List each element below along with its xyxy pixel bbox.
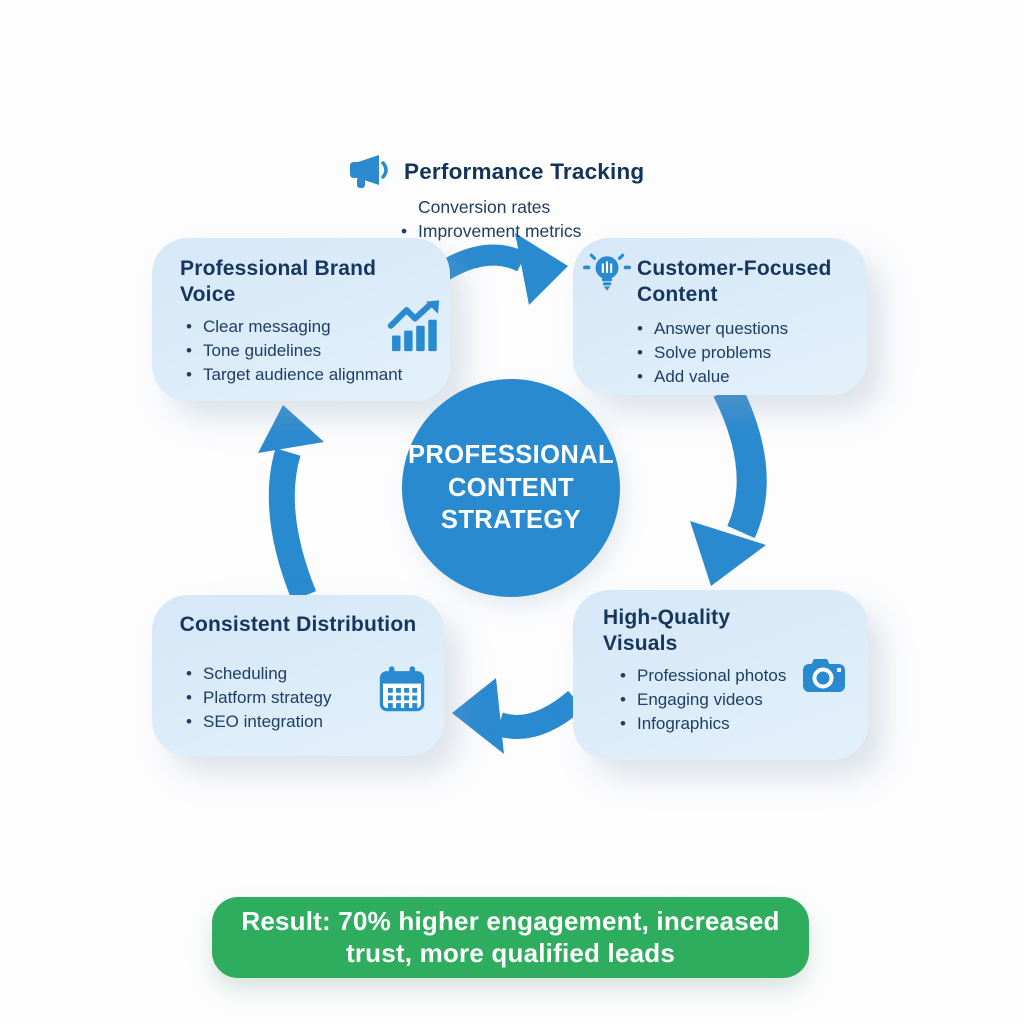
calendar-icon	[379, 666, 425, 712]
list-item: Infographics	[620, 712, 850, 736]
box-items: Answer questions Solve problems Add valu…	[637, 317, 849, 389]
box-customer-focused-content: Customer-Focused Content Answer question…	[573, 238, 867, 395]
performance-title: Performance Tracking	[404, 159, 645, 184]
camera-icon	[803, 659, 845, 692]
box-professional-brand-voice: Professional Brand Voice Clear messaging…	[152, 238, 450, 401]
result-banner-line: Result: 70% higher engagement, increased	[241, 906, 780, 937]
list-item: Platform strategy	[186, 686, 424, 710]
list-item: Add value	[637, 365, 849, 389]
list-item: Engaging videos	[620, 688, 850, 712]
box-items: Clear messaging Tone guidelines Target a…	[186, 315, 426, 387]
performance-item: Conversion rates	[418, 197, 551, 217]
center-strategy-circle: PROFESSIONAL CONTENT STRATEGY	[402, 379, 620, 597]
performance-item: Improvement metrics	[401, 220, 644, 244]
box-high-quality-visuals: High-Quality Visuals Professional photos…	[573, 590, 868, 760]
list-item: SEO integration	[186, 710, 424, 734]
arrow-bottom-left	[452, 678, 584, 754]
performance-items: Conversion rates Improvement metrics	[401, 196, 644, 243]
circle-title-line: PROFESSIONAL	[408, 441, 614, 470]
list-item: Target audience alignmant	[186, 363, 426, 387]
circle-title-line: STRATEGY	[440, 506, 582, 535]
arrow-top-right	[430, 233, 568, 305]
box-title: Customer-Focused Content	[637, 257, 832, 307]
result-banner: Result: 70% higher engagement, increased…	[212, 897, 809, 978]
bar-chart-trend-icon	[387, 300, 440, 352]
list-item: Tone guidelines	[186, 339, 426, 363]
box-consistent-distribution: Consistent Distribution Scheduling Platf…	[152, 595, 444, 756]
list-item: Clear messaging	[186, 315, 426, 339]
circle-title-line: CONTENT	[447, 473, 575, 502]
box-title: High-Quality Visuals	[603, 606, 731, 656]
lightbulb-icon	[583, 253, 631, 291]
box-title: Professional Brand Voice	[180, 257, 377, 307]
list-item: Answer questions	[637, 317, 849, 341]
arrow-right-down	[690, 383, 767, 586]
result-banner-line: trust, more qualified leads	[345, 937, 676, 968]
box-items: Scheduling Platform strategy SEO integra…	[186, 662, 424, 734]
megaphone-icon	[350, 155, 388, 188]
performance-tracking-section: Performance Tracking Conversion rates Im…	[343, 148, 644, 243]
list-item: Scheduling	[186, 662, 424, 686]
box-items: Professional photos Engaging videos Info…	[620, 664, 850, 736]
list-item: Professional photos	[620, 664, 850, 688]
list-item: Solve problems	[637, 341, 849, 365]
box-title: Consistent Distribution	[179, 613, 417, 636]
arrow-left-up	[258, 405, 324, 601]
